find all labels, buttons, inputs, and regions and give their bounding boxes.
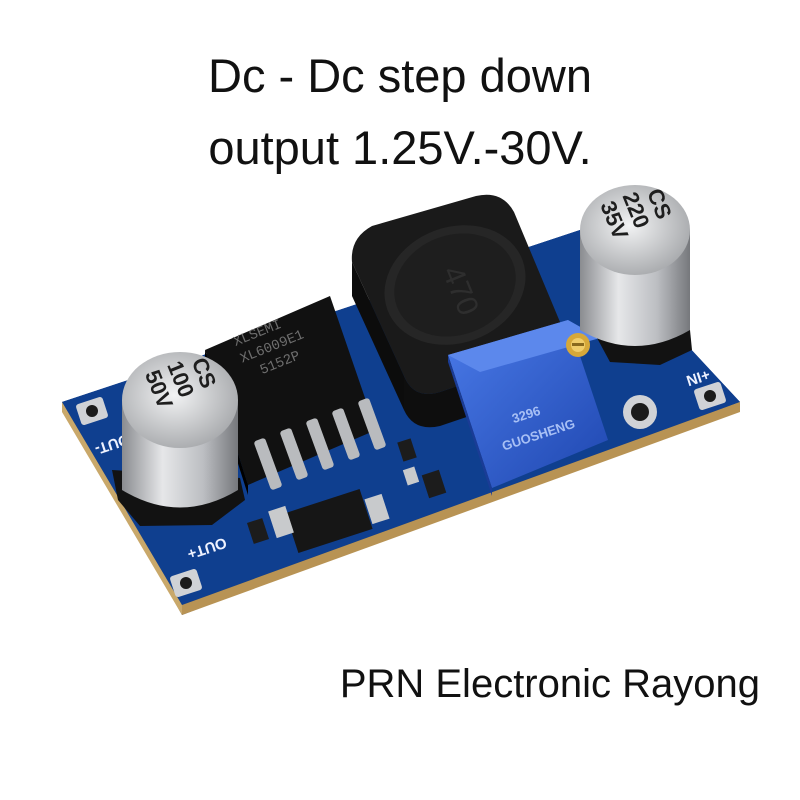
smd-components — [246, 438, 447, 544]
shop-name: PRN Electronic Rayong — [339, 662, 760, 706]
trimmer-potentiometer: 3296 GUOSHENG — [448, 320, 608, 496]
output-capacitor: CS 100 50V — [112, 352, 245, 526]
input-capacitor: CS 220 35V — [580, 185, 692, 365]
product-title-line-1: Dc - Dc step down — [208, 49, 592, 102]
schottky-diode — [268, 488, 390, 554]
mounting-holes — [76, 381, 726, 598]
pin-label-in-plus: +IN — [684, 365, 712, 389]
product-title-line-2: output 1.25V.-30V. — [208, 121, 592, 174]
